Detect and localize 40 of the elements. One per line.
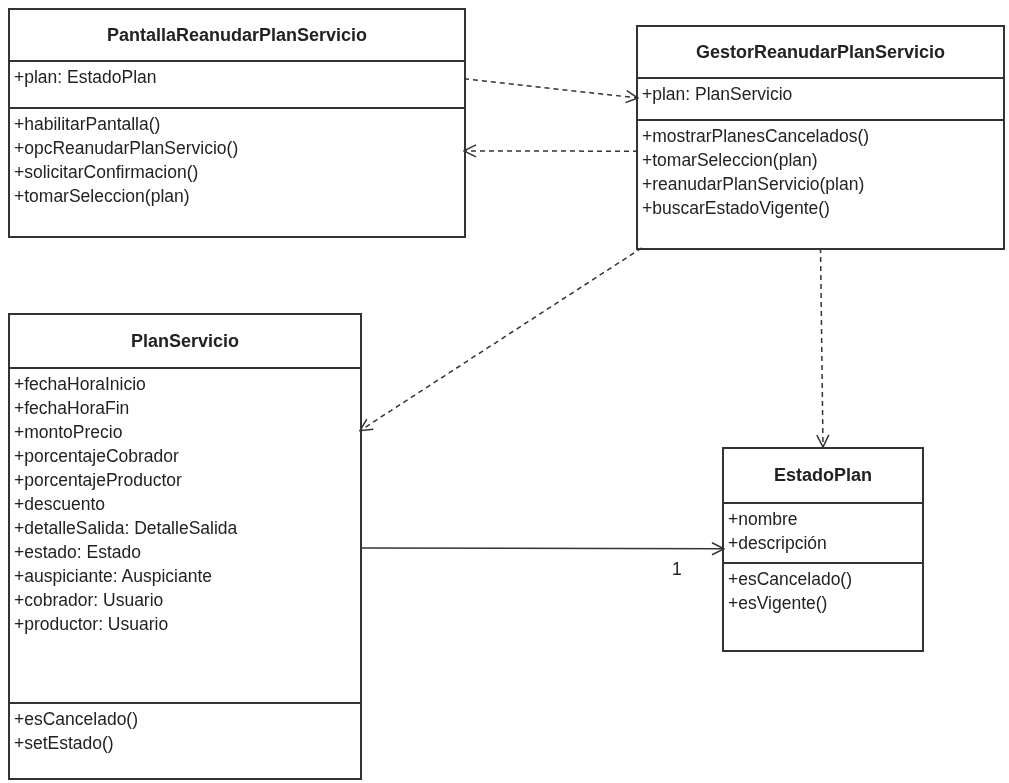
method-text: +reanudarPlanServicio(plan) (642, 173, 866, 196)
uml-class-box (722, 447, 924, 652)
class-name: PlanServicio (130, 329, 240, 353)
class-name: GestorReanudarPlanServicio (695, 40, 946, 64)
class-name: PantallaReanudarPlanServicio (106, 23, 368, 47)
dependency-arrow (359, 247, 643, 432)
method-text: +habilitarPantalla() (14, 113, 162, 136)
attribute-text: +auspiciante: Auspiciante (14, 565, 213, 588)
attribute-text: +plan: PlanServicio (642, 83, 794, 106)
method-text: +tomarSeleccion(plan) (14, 185, 191, 208)
uml-class-box (8, 313, 362, 780)
attribute-text: +montoPrecio (14, 421, 124, 444)
attribute-text: +productor: Usuario (14, 613, 170, 636)
attribute-text: +estado: Estado (14, 541, 142, 564)
attribute-text: +nombre (728, 508, 799, 531)
attribute-text: +cobrador: Usuario (14, 589, 165, 612)
attribute-text: +descripción (728, 532, 828, 555)
method-text: +tomarSeleccion(plan) (642, 149, 819, 172)
method-text: +opcReanudarPlanServicio() (14, 137, 240, 160)
attribute-text: +fechaHoraFin (14, 397, 131, 420)
attribute-text: +plan: EstadoPlan (14, 66, 158, 89)
method-text: +esCancelado() (14, 708, 140, 731)
method-text: +buscarEstadoVigente() (642, 197, 831, 220)
method-text: +mostrarPlanesCancelados() (642, 125, 871, 148)
attribute-text: +detalleSalida: DetalleSalida (14, 517, 239, 540)
dependency-arrow (463, 144, 639, 158)
attribute-text: +porcentajeProductor (14, 469, 183, 492)
dependency-arrow (816, 247, 830, 448)
method-text: +esCancelado() (728, 568, 854, 591)
attribute-text: +fechaHoraInicio (14, 373, 147, 396)
uml-class-box (636, 25, 1005, 250)
uml-class-box (8, 8, 466, 238)
attribute-text: +porcentajeCobrador (14, 445, 180, 468)
dependency-arrow (463, 78, 639, 104)
method-text: +esVigente() (728, 592, 829, 615)
method-text: +solicitarConfirmacion() (14, 161, 200, 184)
method-text: +setEstado() (14, 732, 115, 755)
association-arrow (359, 542, 725, 556)
attribute-text: +descuento (14, 493, 106, 516)
class-name: EstadoPlan (774, 464, 872, 487)
